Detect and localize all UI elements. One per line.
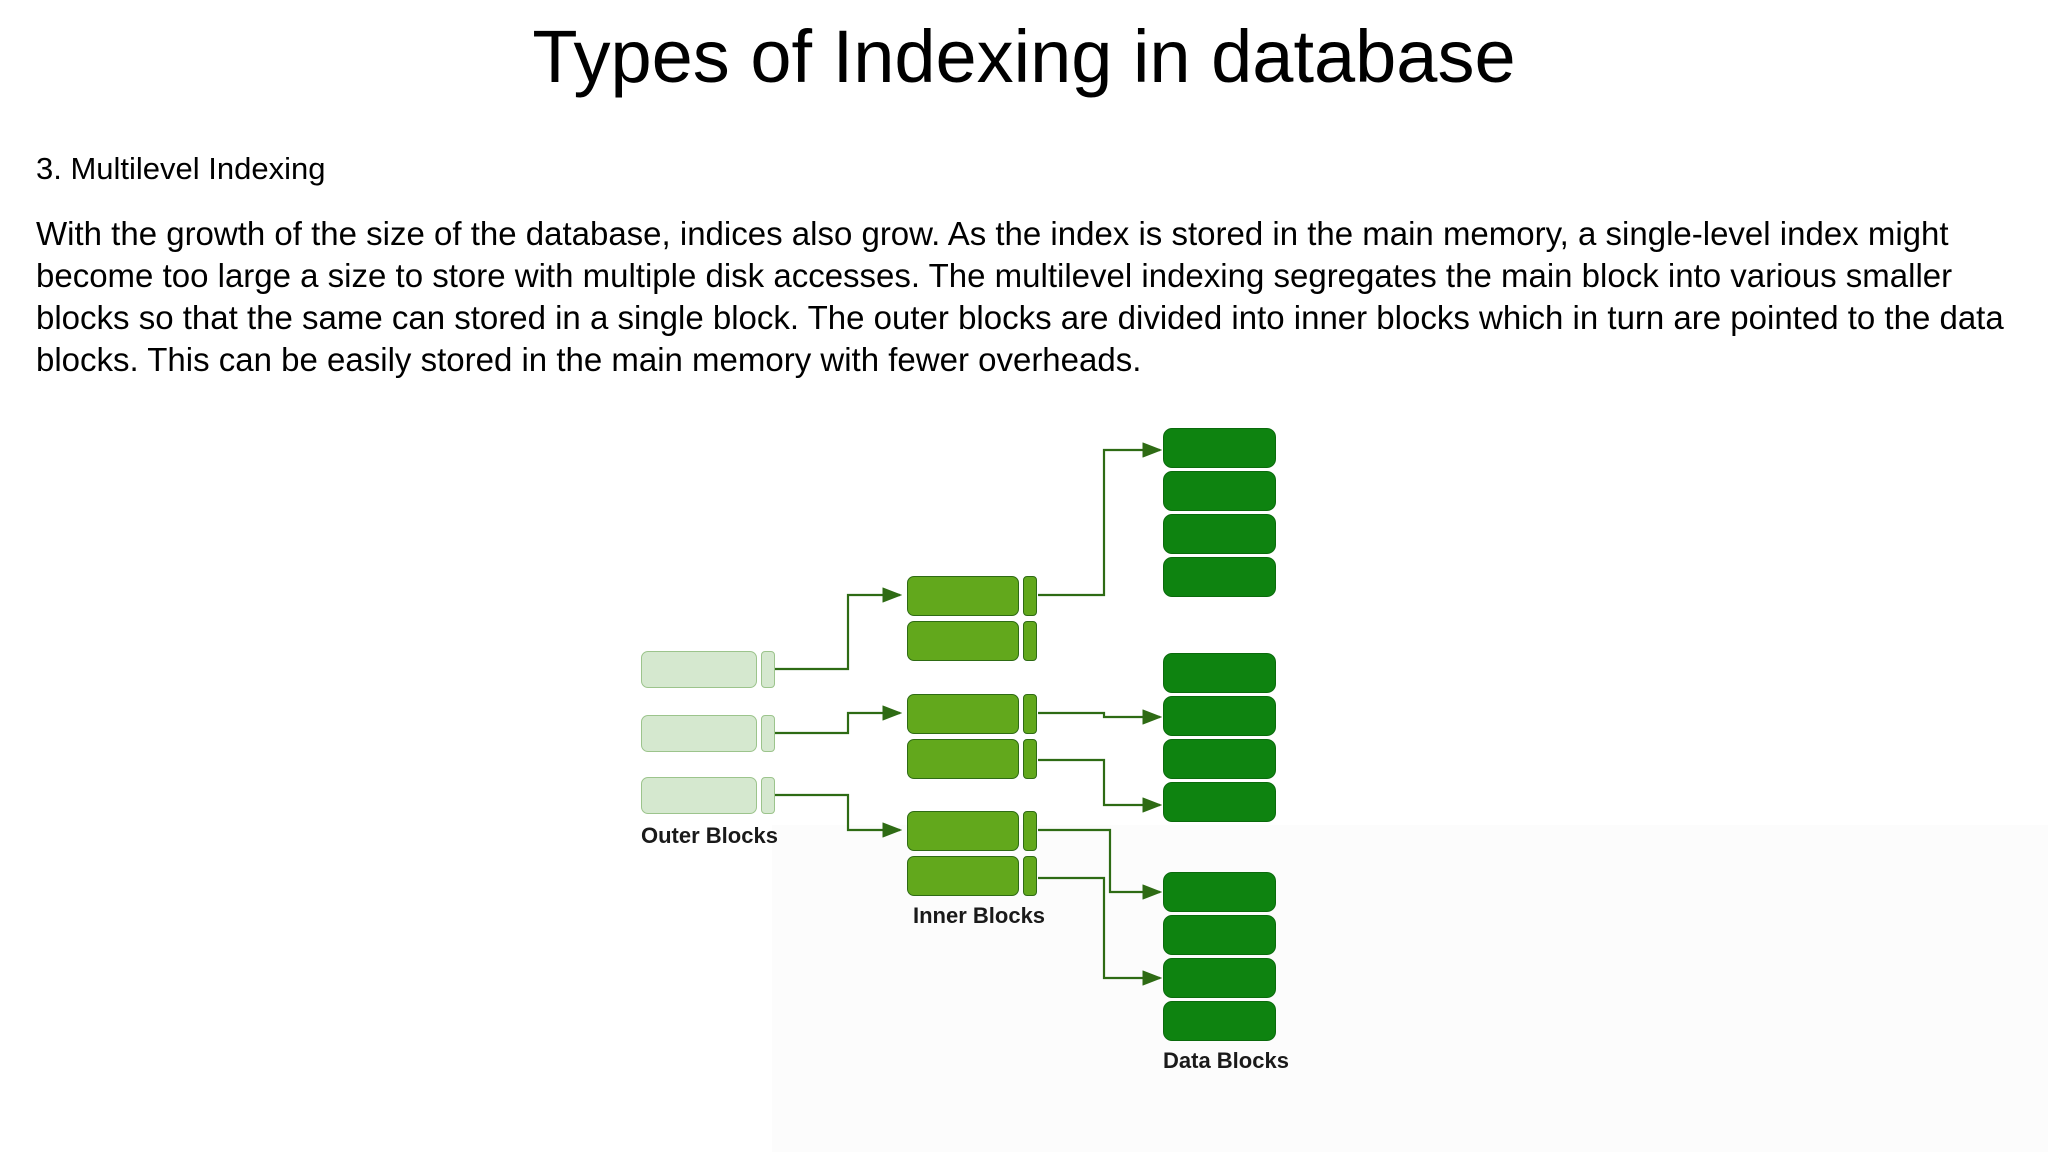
data-block-2-3[interactable] [1163, 739, 1276, 779]
data-block-2-1[interactable] [1163, 653, 1276, 693]
outer-block-2-pointer[interactable] [761, 715, 775, 752]
inner-block-1a[interactable] [907, 576, 1019, 616]
data-blocks-label: Data Blocks [1163, 1048, 1289, 1073]
outer-block-3-pointer[interactable] [761, 777, 775, 814]
outer-block-2[interactable] [641, 715, 757, 752]
section-subheading: 3. Multilevel Indexing [36, 151, 326, 186]
inner-block-1b[interactable] [907, 621, 1019, 661]
inner-block-2a[interactable] [907, 694, 1019, 734]
inner-block-2b[interactable] [907, 739, 1019, 779]
data-block-2-4[interactable] [1163, 782, 1276, 822]
data-block-3-2[interactable] [1163, 915, 1276, 955]
data-block-3-4[interactable] [1163, 1001, 1276, 1041]
inner-block-2b-pointer[interactable] [1023, 739, 1037, 779]
data-block-1-3[interactable] [1163, 514, 1276, 554]
inner-block-3a[interactable] [907, 811, 1019, 851]
outer-block-3[interactable] [641, 777, 757, 814]
inner-blocks-label: Inner Blocks [913, 903, 1046, 928]
data-block-1-1[interactable] [1163, 428, 1276, 468]
inner-block-1b-pointer[interactable] [1023, 621, 1037, 661]
outer-blocks-label: Outer Blocks [641, 823, 778, 848]
inner-block-3b[interactable] [907, 856, 1019, 896]
inner-block-1a-pointer[interactable] [1023, 576, 1037, 616]
inner-block-3b-pointer[interactable] [1023, 856, 1037, 896]
page-title: Types of Indexing in database [532, 15, 1516, 98]
body-paragraph: With the growth of the size of the datab… [36, 215, 2004, 378]
inner-block-2a-pointer[interactable] [1023, 694, 1037, 734]
data-block-1-4[interactable] [1163, 557, 1276, 597]
data-block-3-1[interactable] [1163, 872, 1276, 912]
outer-block-1-pointer[interactable] [761, 651, 775, 688]
data-block-2-2[interactable] [1163, 696, 1276, 736]
outer-block-1[interactable] [641, 651, 757, 688]
data-block-3-3[interactable] [1163, 958, 1276, 998]
data-block-1-2[interactable] [1163, 471, 1276, 511]
inner-block-3a-pointer[interactable] [1023, 811, 1037, 851]
